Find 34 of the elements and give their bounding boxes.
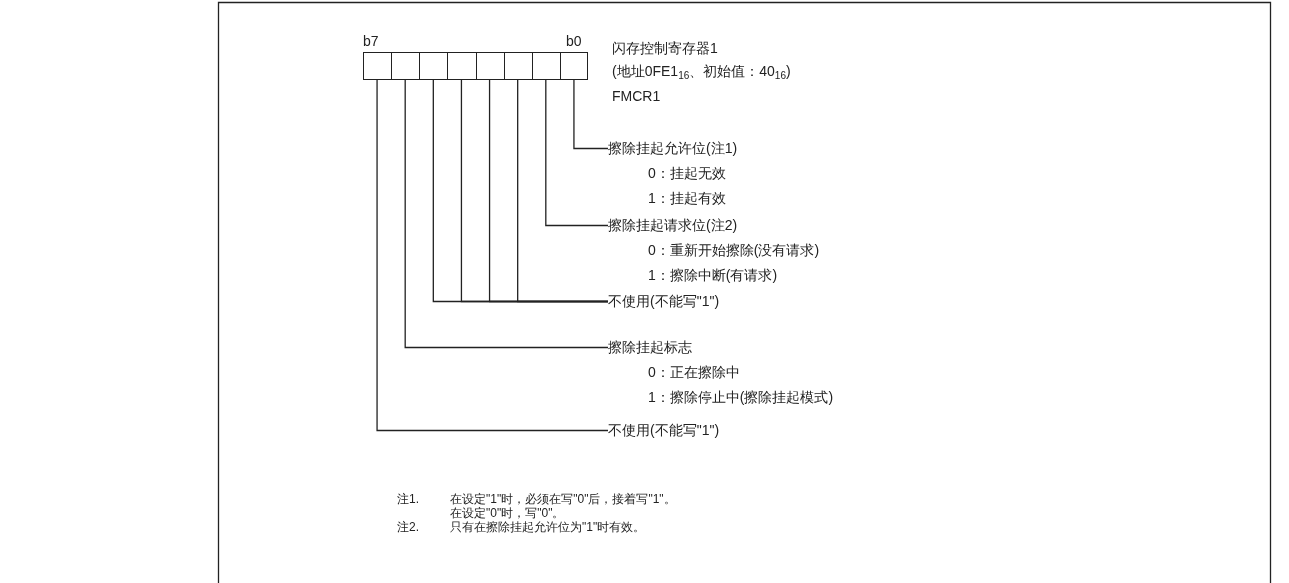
field-name: 擦除挂起请求位(注2) bbox=[608, 216, 738, 235]
bit-cell bbox=[476, 52, 504, 80]
bit-cell bbox=[560, 52, 588, 80]
value-description: 0：重新开始擦除(没有请求) bbox=[648, 241, 820, 260]
bit-cell bbox=[447, 52, 476, 80]
leader-line bbox=[432, 79, 609, 303]
leader-line bbox=[573, 79, 609, 150]
register-name: 闪存控制寄存器1 bbox=[612, 39, 718, 58]
note-text: 在设定"1"时，必须在写"0"后，接着写"1"。在设定"0"时，写"0"。 bbox=[450, 492, 677, 520]
value-description: 1：擦除停止中(擦除挂起模式) bbox=[648, 388, 834, 407]
register-box bbox=[363, 52, 588, 80]
leader-line bbox=[404, 79, 609, 349]
field-name: 不使用(不能写"1") bbox=[608, 292, 720, 311]
field-name: 擦除挂起允许位(注1) bbox=[608, 139, 738, 158]
bit-cell bbox=[419, 52, 447, 80]
bit-cell bbox=[532, 52, 560, 80]
bit-number: b0 bbox=[566, 32, 582, 51]
note-text: 只有在擦除挂起允许位为"1"时有效。 bbox=[450, 520, 646, 534]
note-number: 注2. bbox=[397, 520, 419, 534]
bit-cell bbox=[391, 52, 419, 80]
register-symbol: FMCR1 bbox=[612, 87, 661, 106]
field-name: 擦除挂起标志 bbox=[608, 338, 692, 357]
value-description: 0：正在擦除中 bbox=[648, 363, 740, 382]
bit-number: b7 bbox=[363, 32, 379, 51]
field-name: 不使用(不能写"1") bbox=[608, 421, 720, 440]
value-description: 0：挂起无效 bbox=[648, 164, 726, 183]
bit-cell bbox=[363, 52, 391, 80]
value-description: 1：挂起有效 bbox=[648, 189, 726, 208]
register-address: (地址0FE1$_{16}$、初始值：40$_{16}$) bbox=[612, 62, 791, 83]
note-number: 注1. bbox=[397, 492, 419, 506]
value-description: 1：擦除中断(有请求) bbox=[648, 266, 778, 285]
bit-cell bbox=[504, 52, 532, 80]
leader-line bbox=[545, 79, 609, 227]
leader-line bbox=[376, 79, 609, 432]
